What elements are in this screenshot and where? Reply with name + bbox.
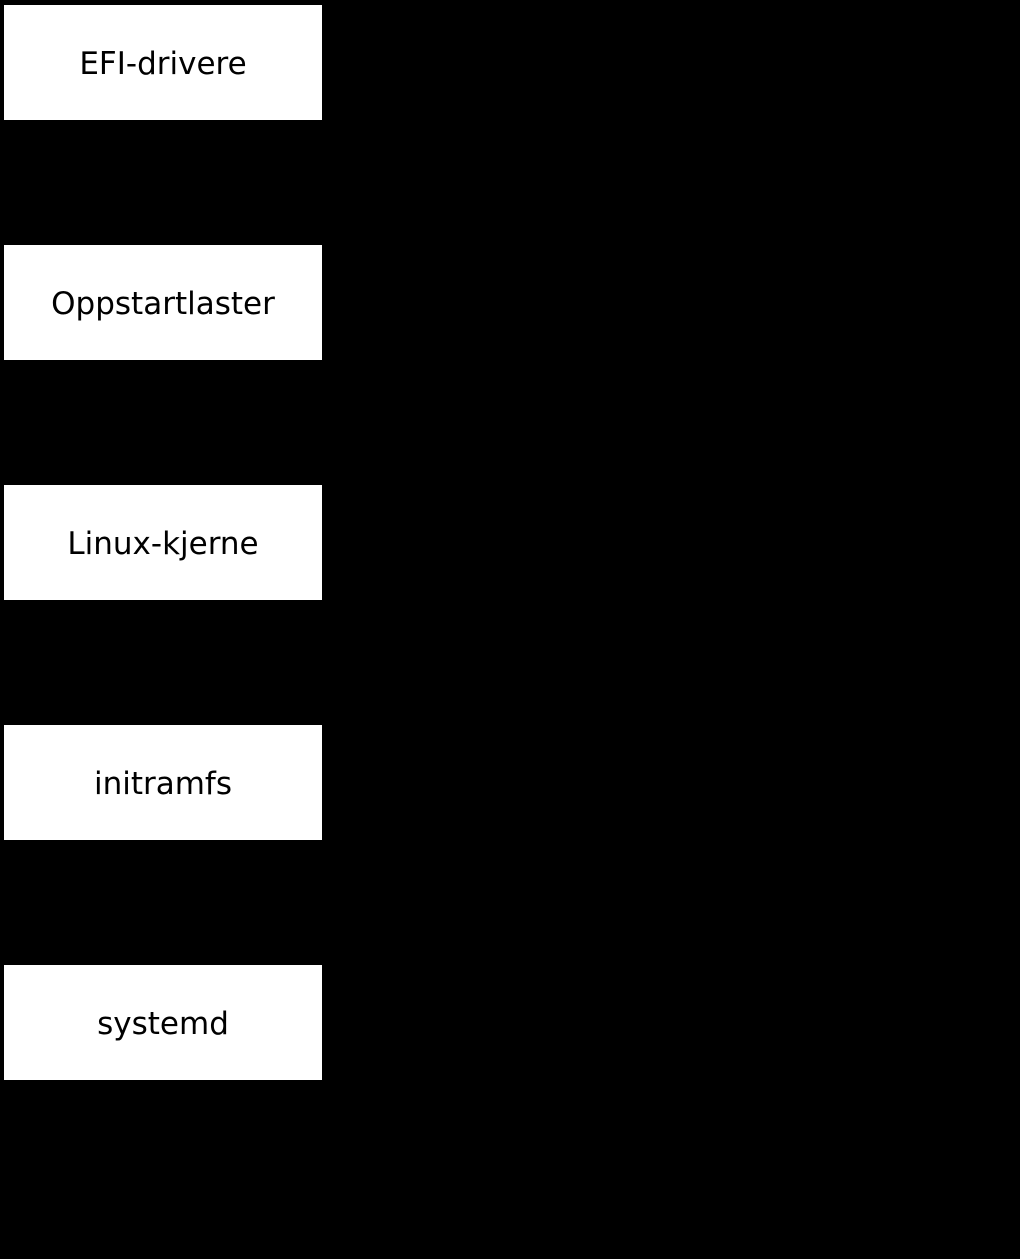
node-label: initramfs — [93, 766, 233, 802]
node-linux-kjerne: Linux-kjerne — [4, 485, 322, 600]
node-label: systemd — [97, 1006, 229, 1042]
node-label: Linux-kjerne — [67, 526, 259, 562]
node-oppstartlaster: Oppstartlaster — [4, 245, 322, 360]
node-label: Oppstartlaster — [51, 286, 275, 322]
node-label: EFI-drivere — [79, 46, 247, 82]
node-efi-drivere: EFI-drivere — [4, 5, 322, 120]
node-systemd: systemd — [4, 965, 322, 1080]
node-initramfs: initramfs — [4, 725, 322, 840]
